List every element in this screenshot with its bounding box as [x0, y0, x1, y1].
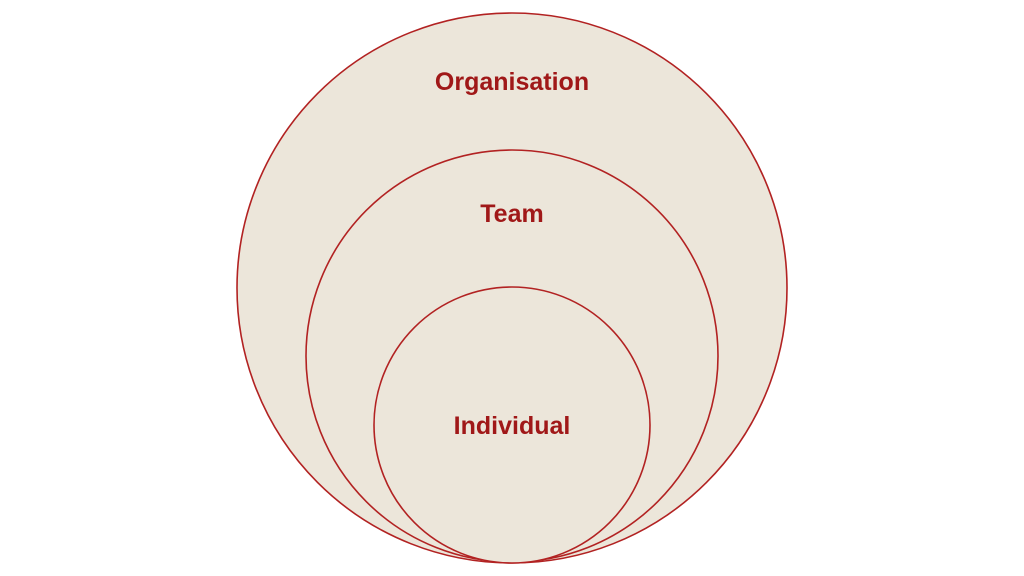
individual-circle	[373, 286, 651, 564]
organisation-label: Organisation	[435, 68, 589, 96]
team-label: Team	[480, 200, 543, 228]
individual-label: Individual	[454, 412, 571, 440]
